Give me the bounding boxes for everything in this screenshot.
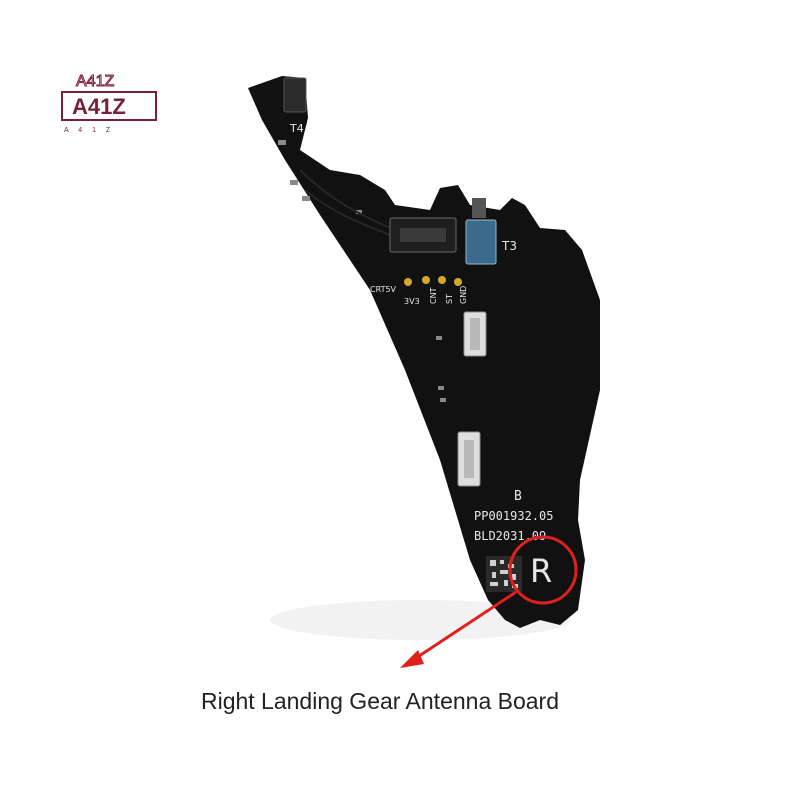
- v3v3-label: 3V3: [404, 297, 420, 306]
- smd-component: [278, 140, 286, 145]
- st-label: ST: [445, 294, 454, 304]
- pcb-trace: [304, 189, 399, 239]
- product-caption: Right Landing Gear Antenna Board: [200, 688, 560, 714]
- smd-component: [290, 180, 298, 185]
- logo-spaced-text: A 4 1 Z: [64, 127, 114, 134]
- smd-component: [438, 386, 444, 390]
- logo-main-text: A41Z: [72, 94, 126, 119]
- pcb-trace: [299, 169, 396, 231]
- side-connector-upper-slot: [470, 318, 480, 350]
- t3-cable: [472, 198, 486, 218]
- main-connector-slot: [400, 228, 446, 242]
- pointer-arrow-head: [400, 650, 424, 668]
- part-number-label: PP001932.05: [474, 509, 553, 523]
- smd-component: [302, 196, 310, 201]
- pcb-board: [248, 76, 600, 628]
- crt5v-label: CRT5V: [370, 285, 397, 294]
- side-marking-r: R: [530, 552, 552, 590]
- t4-label: T4: [289, 122, 304, 135]
- pointer-arrow-line: [409, 590, 517, 664]
- build-label: BLD2031.09: [474, 529, 546, 543]
- t3-connector: [465, 219, 497, 265]
- logo-top-text: A41Z: [76, 73, 114, 90]
- gnd-label: GND: [459, 286, 468, 304]
- side-connector-lower-slot: [464, 440, 474, 478]
- revision-label: B: [514, 489, 522, 504]
- solder-pad: [438, 276, 446, 284]
- datamatrix-code: [486, 556, 522, 592]
- t3-label: T3: [501, 239, 517, 253]
- t4-connector: [283, 77, 307, 113]
- cnt-label: CNT: [429, 287, 438, 304]
- solder-pad: [422, 276, 430, 284]
- highlight-circle: [508, 535, 578, 605]
- solder-pad: [404, 278, 412, 286]
- brand-logo: A41Z A41Z A 4 1 Z: [58, 72, 168, 136]
- board-shadow: [270, 600, 570, 640]
- logo-frame: [61, 91, 157, 121]
- smd-component: [436, 336, 442, 340]
- solder-pad: [454, 278, 462, 286]
- smd-component: [440, 398, 446, 402]
